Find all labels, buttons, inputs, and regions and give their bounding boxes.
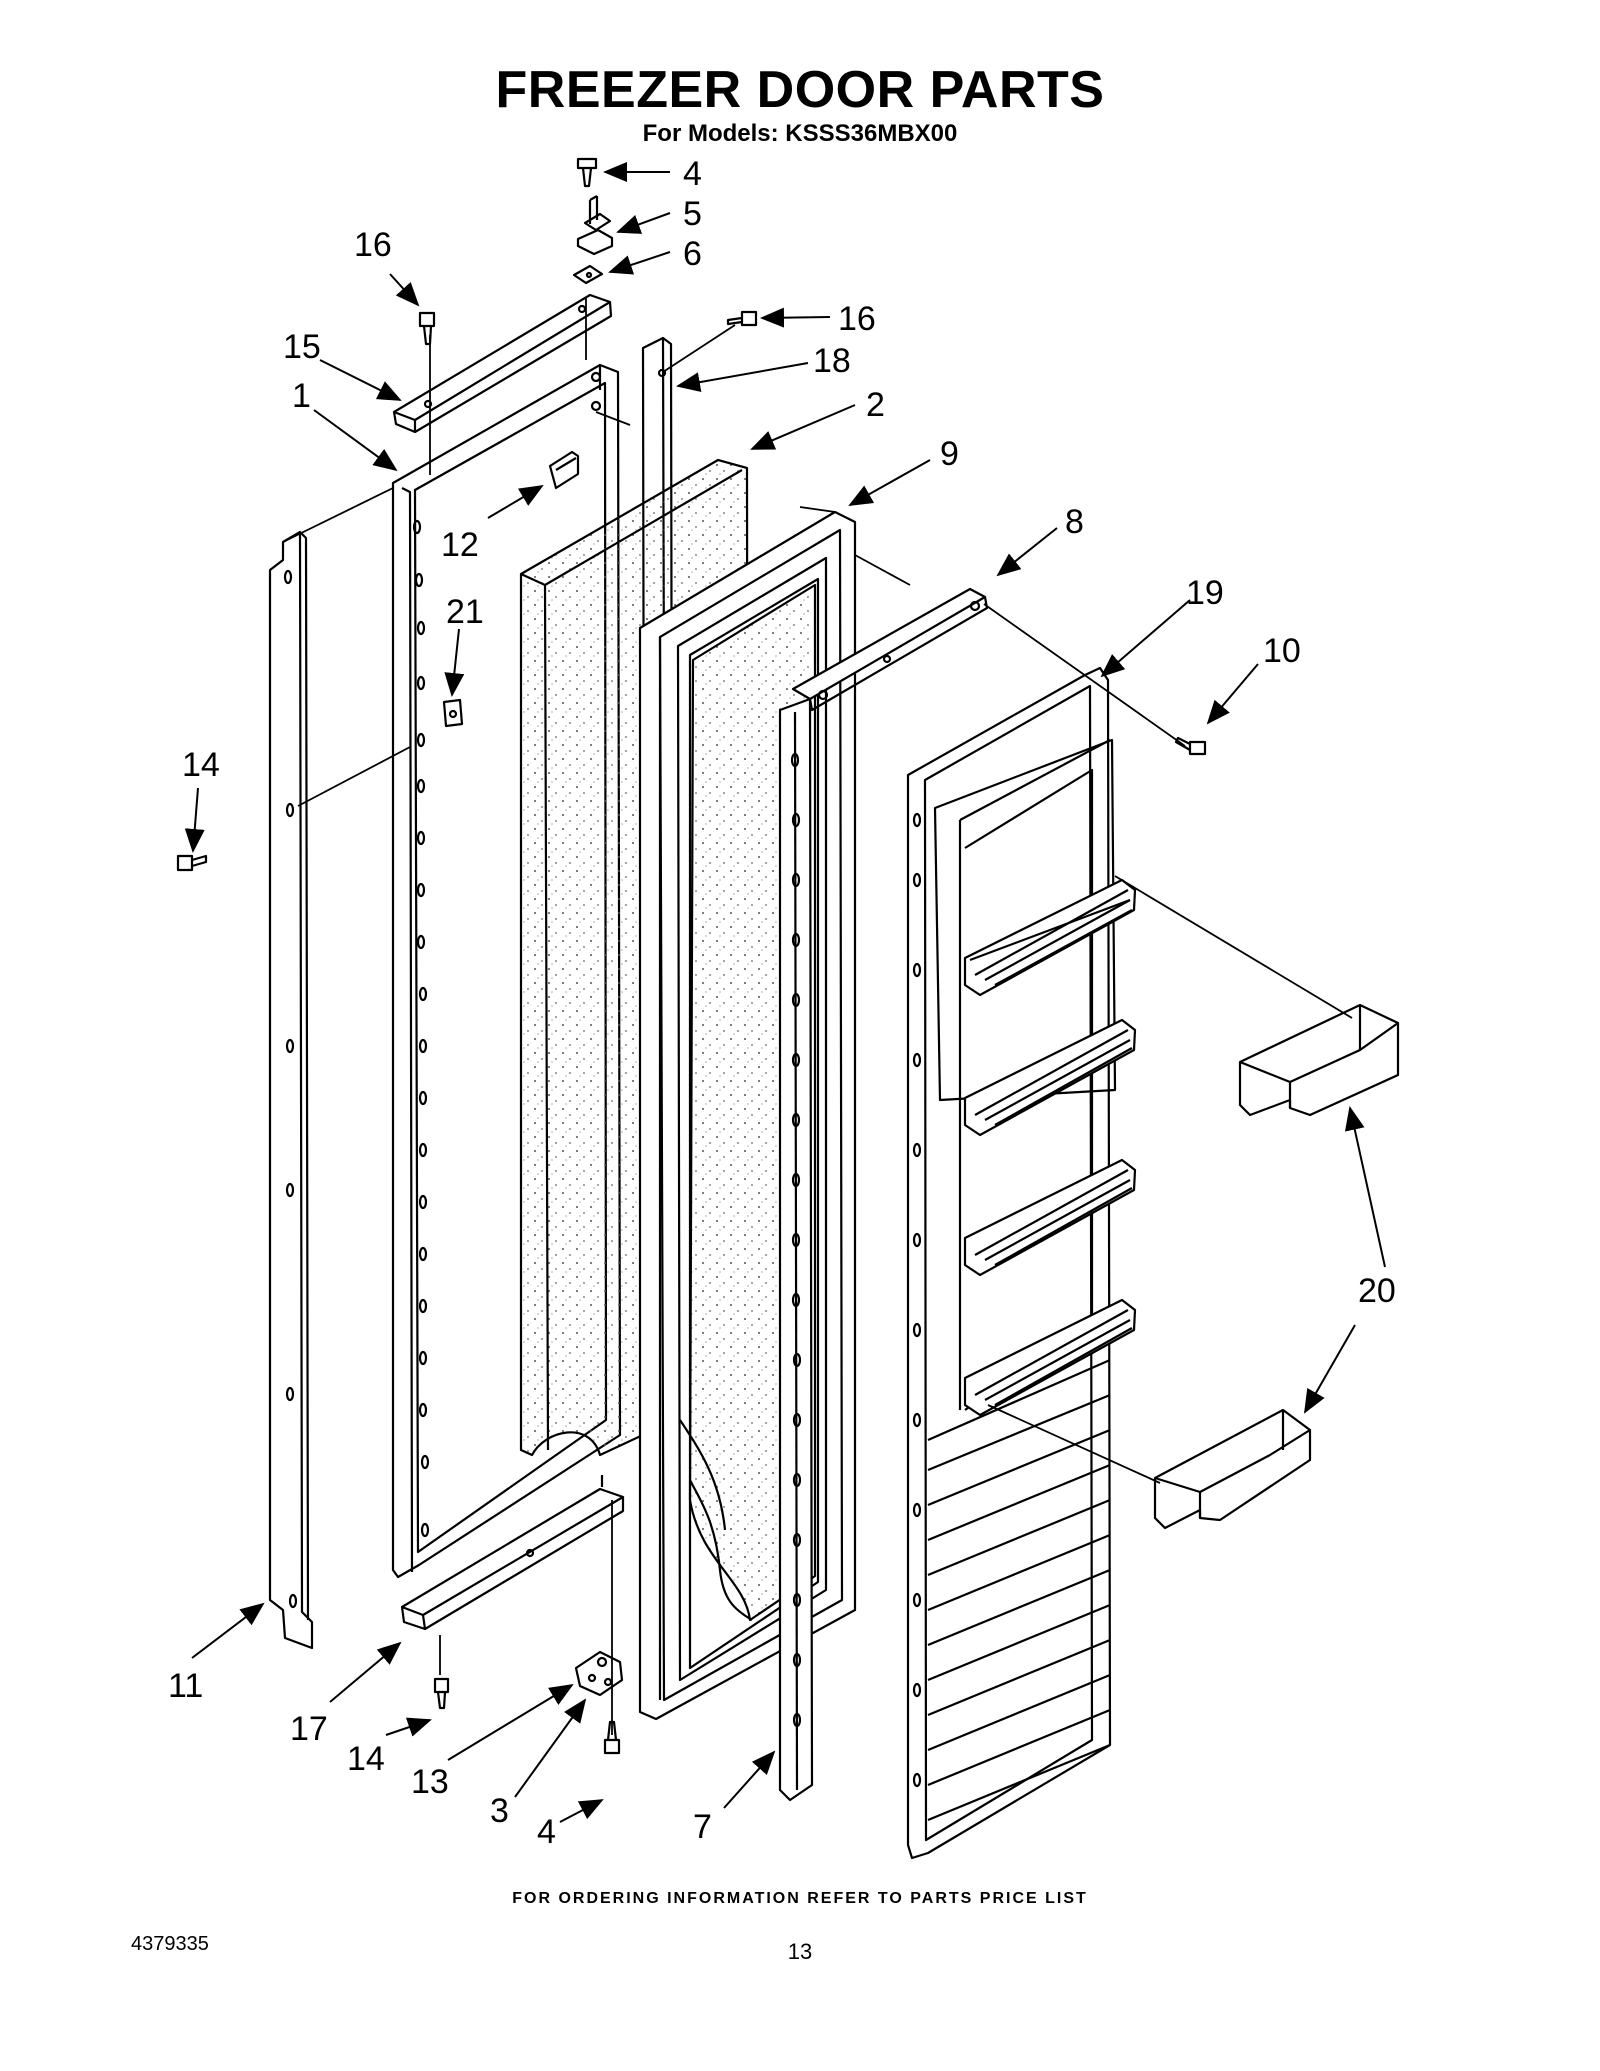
screw-part-14-bottom [433,1677,450,1710]
door-bin-lower [1153,1408,1312,1530]
leader-arrows [184,162,1386,1823]
top-hinge-pin [576,195,614,256]
callout-14-bottom: 14 [347,1740,385,1778]
callout-6: 6 [683,235,702,273]
top-hinge-bracket [392,293,613,434]
screw-part-16-top [418,311,436,346]
document-number: 4379335 [131,1933,209,1955]
callout-12: 12 [441,526,479,564]
page-title: FREEZER DOOR PARTS [495,61,1105,119]
callout-15: 15 [283,328,321,366]
page-number: 13 [787,1939,813,1964]
callout-2: 2 [866,386,885,424]
screw-part-4-bottom [603,1720,621,1755]
gasket-strip [778,697,814,1802]
screw-part-14-left [176,854,208,872]
side-trim-strip [268,530,314,1650]
callout-18: 18 [813,342,851,380]
callout-11: 11 [168,1667,203,1705]
callout-21: 21 [446,593,484,631]
bottom-hinge [574,1650,624,1697]
ordering-note: FOR ORDERING INFORMATION REFER TO PARTS … [512,1890,1088,1907]
assembly-lines [282,298,1353,1735]
callout-3: 3 [490,1792,509,1830]
clip-part [442,698,464,728]
callout-14-left: 14 [182,746,220,784]
callout-5: 5 [683,195,702,233]
callout-7: 7 [693,1808,712,1846]
callout-4-top: 4 [683,155,702,193]
bottom-hinge-bracket [400,1475,625,1631]
callout-13: 13 [411,1763,449,1801]
callout-16-right: 16 [838,300,876,338]
callout-labels: 4 5 6 16 18 2 9 8 19 10 16 15 1 12 21 14… [168,155,1396,1851]
callout-10: 10 [1263,632,1301,670]
callout-17: 17 [290,1710,328,1748]
callout-20: 20 [1358,1272,1396,1310]
small-bracket [548,450,580,490]
callout-19: 19 [1186,574,1224,612]
model-subtitle: For Models: KSSS36MBX00 [642,120,958,147]
callout-16-top: 16 [354,226,392,264]
callout-4-bottom: 4 [537,1813,556,1851]
callout-1: 1 [292,377,311,415]
screw-part-16-right [726,310,758,327]
door-bin-upper [1238,1003,1400,1117]
hinge-shim [572,264,604,285]
inner-door-panel [906,666,1137,1860]
callout-9: 9 [940,435,959,473]
screw-part-4-top [576,157,598,188]
screw-part-10 [1174,736,1207,756]
callout-8: 8 [1065,503,1084,541]
door-liner-frame [638,510,857,1721]
